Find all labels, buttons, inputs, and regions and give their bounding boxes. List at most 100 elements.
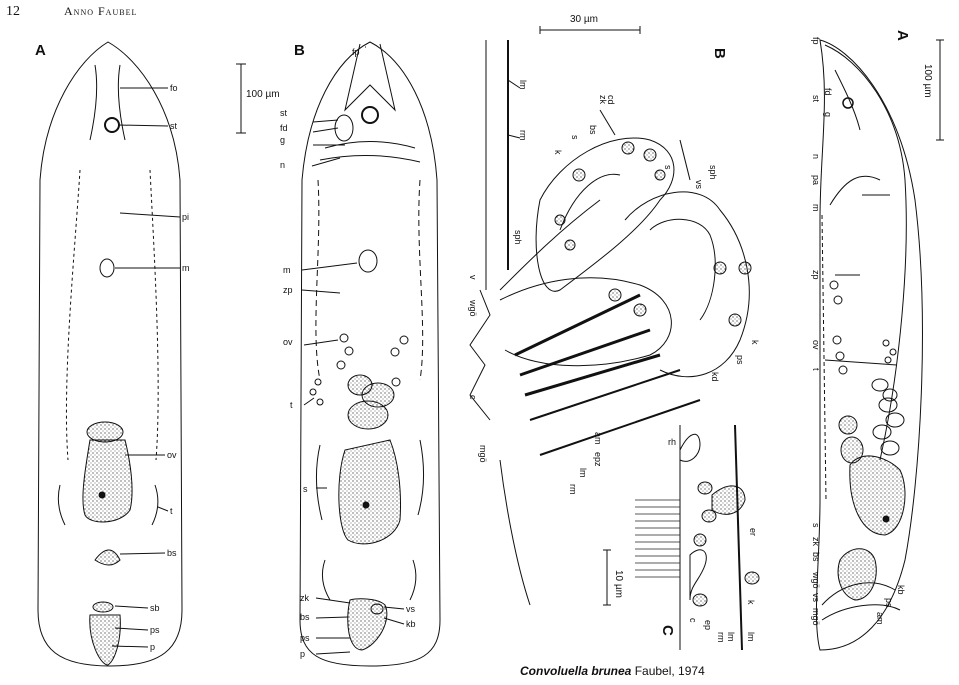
label-pi: pi: [182, 212, 189, 222]
label-v: v: [468, 275, 478, 280]
label-bs: bs: [588, 125, 598, 135]
panel-letter-c: C: [659, 625, 676, 636]
page-number: 12: [6, 4, 20, 19]
label-ep: ep: [703, 620, 713, 630]
figure-caption: Convoluella brunea Faubel, 1974: [520, 664, 705, 678]
label-fp: fp: [352, 47, 360, 57]
label-s: s: [570, 135, 580, 140]
ovary-a: [82, 439, 133, 523]
label-k: k: [750, 340, 760, 345]
label-fd: fd: [280, 123, 288, 133]
statocyst-b: [361, 106, 379, 124]
label-sph: sph: [708, 165, 718, 180]
label-t: t: [290, 400, 293, 410]
label-zp: zp: [811, 270, 821, 280]
label-ps: ps: [150, 625, 160, 635]
label-bs: bs: [167, 548, 177, 558]
label-mgö: mgö: [478, 445, 488, 463]
panel-letter-a-left: A: [35, 42, 46, 59]
scale-a-right: 100 µm: [922, 64, 933, 98]
label-fd: fd: [823, 88, 833, 96]
label-ps: ps: [735, 355, 745, 365]
label-lm: lm: [578, 468, 588, 478]
panel-b-detail-labels: B 30 µm lm rm cd zk bs s k sph s vs sph …: [468, 14, 760, 495]
scale-b-detail: 30 µm: [570, 14, 598, 25]
caption-authority: Faubel, 1974: [631, 664, 705, 678]
label-ov: ov: [167, 450, 177, 460]
label-lm: lm: [518, 80, 528, 90]
label-am: am: [593, 432, 603, 445]
ovary-b: [338, 439, 401, 545]
label-bs: bs: [811, 552, 821, 562]
statocyst-a: [104, 117, 120, 133]
label-kd: kd: [710, 372, 720, 382]
mouth-a: [99, 258, 115, 278]
panel-c: [603, 424, 760, 651]
label-kb: kb: [406, 619, 416, 629]
label-kb: kb: [896, 585, 906, 595]
penis-a: [89, 614, 121, 666]
panel-b-mid-labels: B fp st fd g n m zp ov t s zk bs ps p vs…: [280, 42, 416, 659]
statocyst-sagittal: [842, 97, 854, 109]
label-rh: rh: [668, 437, 676, 447]
label-ps: ps: [884, 598, 894, 608]
label-lm: lm: [726, 632, 736, 642]
label-p: p: [300, 649, 305, 659]
mouth-b: [358, 249, 378, 273]
seminal-sac: [535, 137, 675, 292]
label-n: n: [280, 160, 285, 170]
label-sph: sph: [513, 230, 523, 245]
label-p: p: [150, 642, 155, 652]
label-t: t: [811, 368, 821, 371]
label-zp: zp: [283, 285, 293, 295]
label-mgö: mgö: [811, 608, 821, 626]
label-st: st: [170, 121, 178, 131]
label-m: m: [182, 263, 190, 273]
label-epz: epz: [593, 452, 603, 467]
panel-b-detail: [469, 26, 752, 606]
scale-a-left: 100 µm: [246, 89, 280, 100]
label-t: t: [170, 506, 173, 516]
label-zk: zk: [300, 593, 310, 603]
panel-a-left: [37, 41, 246, 667]
copulatory-organ-sagittal: [837, 548, 877, 601]
label-fp: fp: [811, 37, 821, 45]
body-outline-a: [37, 41, 183, 667]
panel-letter-b-mid: B: [294, 42, 305, 59]
label-k: k: [746, 600, 756, 605]
bursa-a: [94, 549, 121, 566]
label-rm: rm: [716, 632, 726, 643]
label-m: m: [811, 204, 821, 212]
ovary-sagittal: [849, 455, 906, 536]
label-fo: fo: [170, 83, 178, 93]
label-ov: ov: [811, 340, 821, 350]
panel-letter-b-detail: B: [711, 48, 728, 59]
label-n: n: [811, 154, 821, 159]
label-g: g: [823, 112, 833, 117]
label-wgö: wgö: [811, 571, 821, 589]
label-s: s: [811, 523, 821, 528]
body-outline-b: [299, 41, 441, 667]
label-am: am: [875, 612, 885, 625]
panel-a-left-labels: A 100 µm fo st pi m ov t bs sb ps p: [35, 42, 280, 652]
sb-a: [92, 601, 114, 613]
label-bs: bs: [300, 612, 310, 622]
panel-letter-a-right: A: [894, 30, 911, 41]
label-pa: pa: [811, 175, 821, 185]
label-g: g: [280, 135, 285, 145]
label-er: er: [748, 528, 758, 536]
caption-species: Convoluella brunea: [520, 664, 632, 678]
label-m: m: [283, 265, 291, 275]
label-cd: cd: [606, 95, 616, 105]
label-ps: ps: [300, 633, 310, 643]
panel-a-right-labels: A 100 µm fp fd st g n pa m zp ov t s zk …: [811, 30, 933, 626]
scale-c: 10 µm: [613, 570, 624, 598]
label-vs: vs: [406, 604, 416, 614]
label-c: c: [688, 618, 698, 623]
panel-b-mid: [299, 41, 441, 667]
label-lm: lm: [746, 632, 756, 642]
label-st: st: [811, 95, 821, 103]
label-rm: rm: [568, 484, 578, 495]
label-zk: zk: [598, 95, 608, 105]
